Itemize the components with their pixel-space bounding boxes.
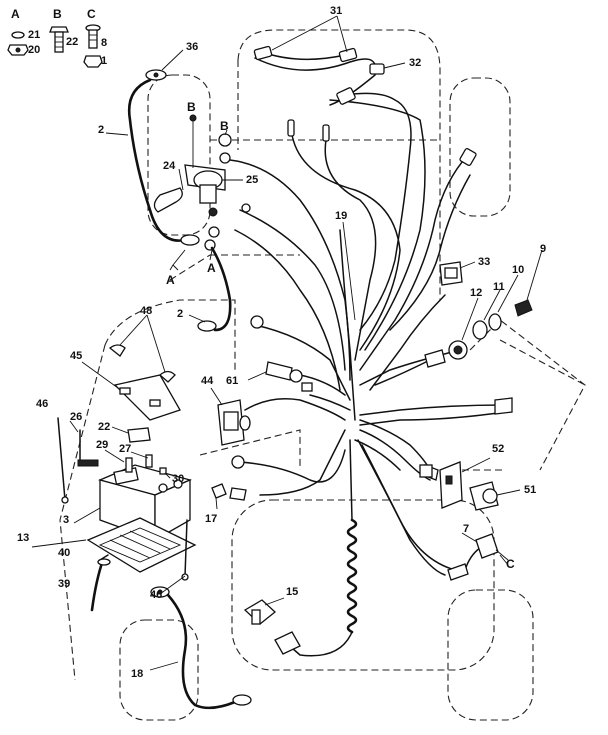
- callout-40: 40: [58, 547, 70, 559]
- rear-tire-left-outline: [119, 619, 199, 721]
- callout-39: 39: [58, 578, 70, 590]
- callout-ref-c: C: [506, 557, 515, 571]
- legend-letter-c: C: [87, 7, 96, 21]
- callout-ref-a-left: A: [166, 273, 175, 287]
- callout-52: 52: [492, 443, 504, 455]
- upper-connectors: [253, 45, 477, 166]
- leader-lines: [31, 15, 406, 606]
- callout-12: 12: [470, 287, 482, 299]
- callout-3: 3: [63, 514, 69, 526]
- callout-24: 24: [163, 160, 176, 172]
- callout-labels: 31 36 32 2 B B 24 25 19 33 9 10 11 12 A …: [17, 5, 546, 680]
- rear-frame-outline: [199, 429, 505, 471]
- callout-33: 33: [478, 256, 490, 268]
- callout-51: 51: [524, 484, 536, 496]
- rod-46-right: [184, 519, 188, 577]
- legend-num-1: 1: [101, 55, 107, 67]
- cover-22: [127, 427, 151, 443]
- boot-24: [153, 187, 183, 213]
- misc-terminals: [241, 203, 513, 478]
- callout-2-mid: 2: [177, 308, 183, 320]
- dash-switches: [439, 249, 586, 386]
- callout-45: 45: [70, 350, 82, 362]
- relay-and-switch: [422, 457, 521, 511]
- callout-ref-b-top: B: [187, 100, 196, 114]
- nut-10: [488, 313, 502, 331]
- callout-13: 13: [17, 532, 29, 544]
- deck-outline: [59, 299, 586, 681]
- seat-outline: [231, 499, 495, 671]
- hood-outline: [237, 29, 441, 300]
- bracket-48-left: [108, 344, 126, 357]
- legend-num-21: 21: [28, 29, 40, 41]
- clip-40: [97, 558, 111, 566]
- hardware-legend: A 21 20 B 22 C 8 1: [7, 7, 107, 68]
- callout-46-left: 46: [36, 398, 48, 410]
- callout-22: 22: [98, 421, 110, 433]
- fuse-and-connector: [210, 361, 313, 446]
- legend-num-20: 20: [28, 44, 40, 56]
- legend-num-22: 22: [66, 36, 78, 48]
- battery-holddown: [81, 314, 181, 421]
- callout-11: 11: [493, 281, 505, 293]
- callout-26: 26: [70, 411, 82, 423]
- washer-11: [472, 320, 488, 340]
- nut-icon: [7, 31, 29, 56]
- callout-36: 36: [186, 41, 198, 53]
- callout-2-top: 2: [98, 124, 104, 136]
- brake-switch-group: [447, 532, 509, 581]
- legend-num-8: 8: [101, 37, 107, 49]
- terminal-17: [211, 483, 227, 499]
- callout-61: 61: [226, 375, 238, 387]
- tube-39: [90, 558, 105, 612]
- callout-27: 27: [119, 443, 131, 455]
- battery-assembly: [86, 426, 197, 573]
- front-tire-left-outline: [147, 74, 211, 236]
- legend-letter-b: B: [53, 7, 62, 21]
- connector-61: [265, 361, 293, 381]
- ground-cable-18: [149, 586, 252, 710]
- vent-tube: [90, 554, 111, 612]
- legend-letter-a: A: [11, 7, 20, 21]
- callout-ref-a-right: A: [207, 261, 216, 275]
- callout-30: 30: [172, 473, 184, 485]
- callout-ref-b-mid: B: [220, 119, 229, 133]
- reference-arrows: [169, 129, 509, 566]
- callout-9: 9: [540, 243, 546, 255]
- callout-29: 29: [96, 439, 108, 451]
- bolt-icon: [49, 26, 69, 53]
- callout-17: 17: [205, 513, 217, 525]
- rear-tire-right-outline: [447, 589, 534, 721]
- callout-10: 10: [512, 264, 524, 276]
- callout-19: 19: [335, 210, 347, 222]
- bracket-48-right: [159, 370, 176, 383]
- callout-32: 32: [409, 57, 421, 69]
- rod-46-left: [57, 417, 66, 501]
- chassis-outlines: [59, 29, 586, 721]
- callout-15: 15: [286, 586, 298, 598]
- callout-18: 18: [131, 668, 143, 680]
- brake-switch-7: [475, 533, 499, 559]
- terminal-17-group: [211, 455, 247, 501]
- screw-icon: [83, 24, 103, 68]
- battery-cable-mid: [197, 246, 232, 332]
- coil-cord: [291, 439, 358, 657]
- key-9: [514, 299, 533, 317]
- callout-48: 48: [140, 305, 152, 317]
- callout-46-right: 46: [150, 589, 162, 601]
- front-tire-right-outline: [449, 77, 511, 217]
- callout-25: 25: [246, 174, 258, 186]
- callout-7: 7: [463, 523, 469, 535]
- relay-52: [439, 461, 463, 509]
- battery-hardware: [57, 417, 189, 581]
- battery-cable-top: [127, 69, 200, 246]
- callout-31: 31: [330, 5, 342, 17]
- holddown-45: [113, 374, 181, 421]
- seat-switch-group: [243, 599, 301, 655]
- main-harness: [229, 51, 506, 576]
- solenoid-assembly: [153, 114, 232, 251]
- callout-44: 44: [201, 375, 214, 387]
